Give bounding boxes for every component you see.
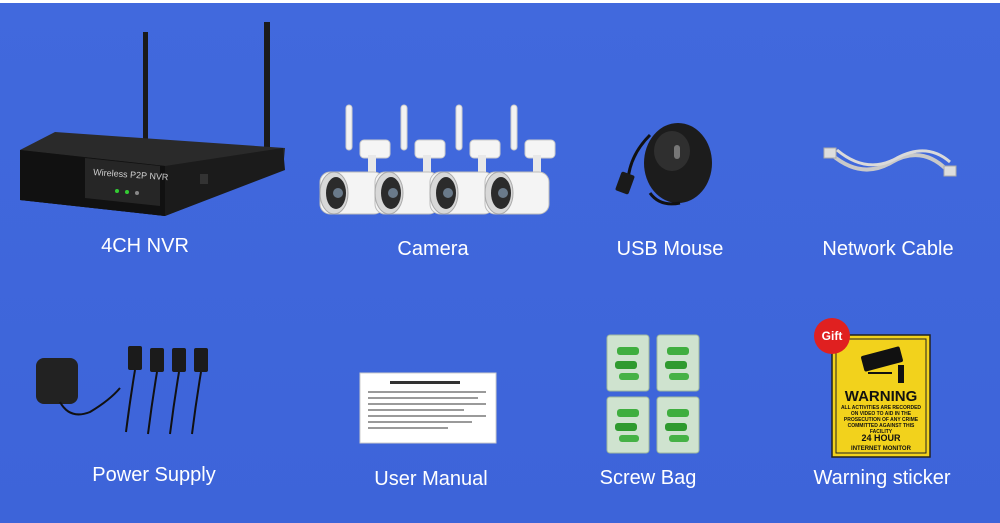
mouse-image bbox=[615, 123, 712, 206]
gift-badge: Gift bbox=[814, 318, 850, 354]
sticker-title: WARNING bbox=[845, 388, 918, 405]
user-manual-label: User Manual bbox=[374, 468, 488, 490]
screw-bag-label: Screw Bag bbox=[599, 467, 697, 489]
user-manual-image bbox=[359, 372, 497, 444]
camera-image bbox=[319, 104, 556, 215]
mouse-label: USB Mouse bbox=[616, 238, 724, 260]
network-cable-label: Network Cable bbox=[822, 238, 954, 260]
camera-label: Camera bbox=[397, 238, 469, 260]
nvr-image: Wireless P2P NVR bbox=[20, 22, 285, 216]
nvr-label: 4CH NVR bbox=[101, 235, 189, 257]
power-supply-image bbox=[36, 346, 208, 435]
camera-symbol-icon bbox=[861, 346, 904, 383]
screw-bag-image bbox=[606, 334, 700, 454]
network-cable-image bbox=[823, 147, 957, 177]
top-border bbox=[0, 0, 1000, 3]
sticker-footer-1: 24 HOUR bbox=[861, 433, 901, 443]
warning-sticker-image: WARNING ALL ACTIVITIES ARE RECORDED ON V… bbox=[831, 334, 931, 458]
warning-sticker-label: Warning sticker bbox=[813, 467, 951, 489]
power-supply-label: Power Supply bbox=[92, 464, 216, 486]
sticker-body: ALL ACTIVITIES ARE RECORDED ON VIDEO TO … bbox=[840, 405, 922, 433]
sticker-footer-2: INTERNET MONITOR bbox=[851, 446, 912, 452]
